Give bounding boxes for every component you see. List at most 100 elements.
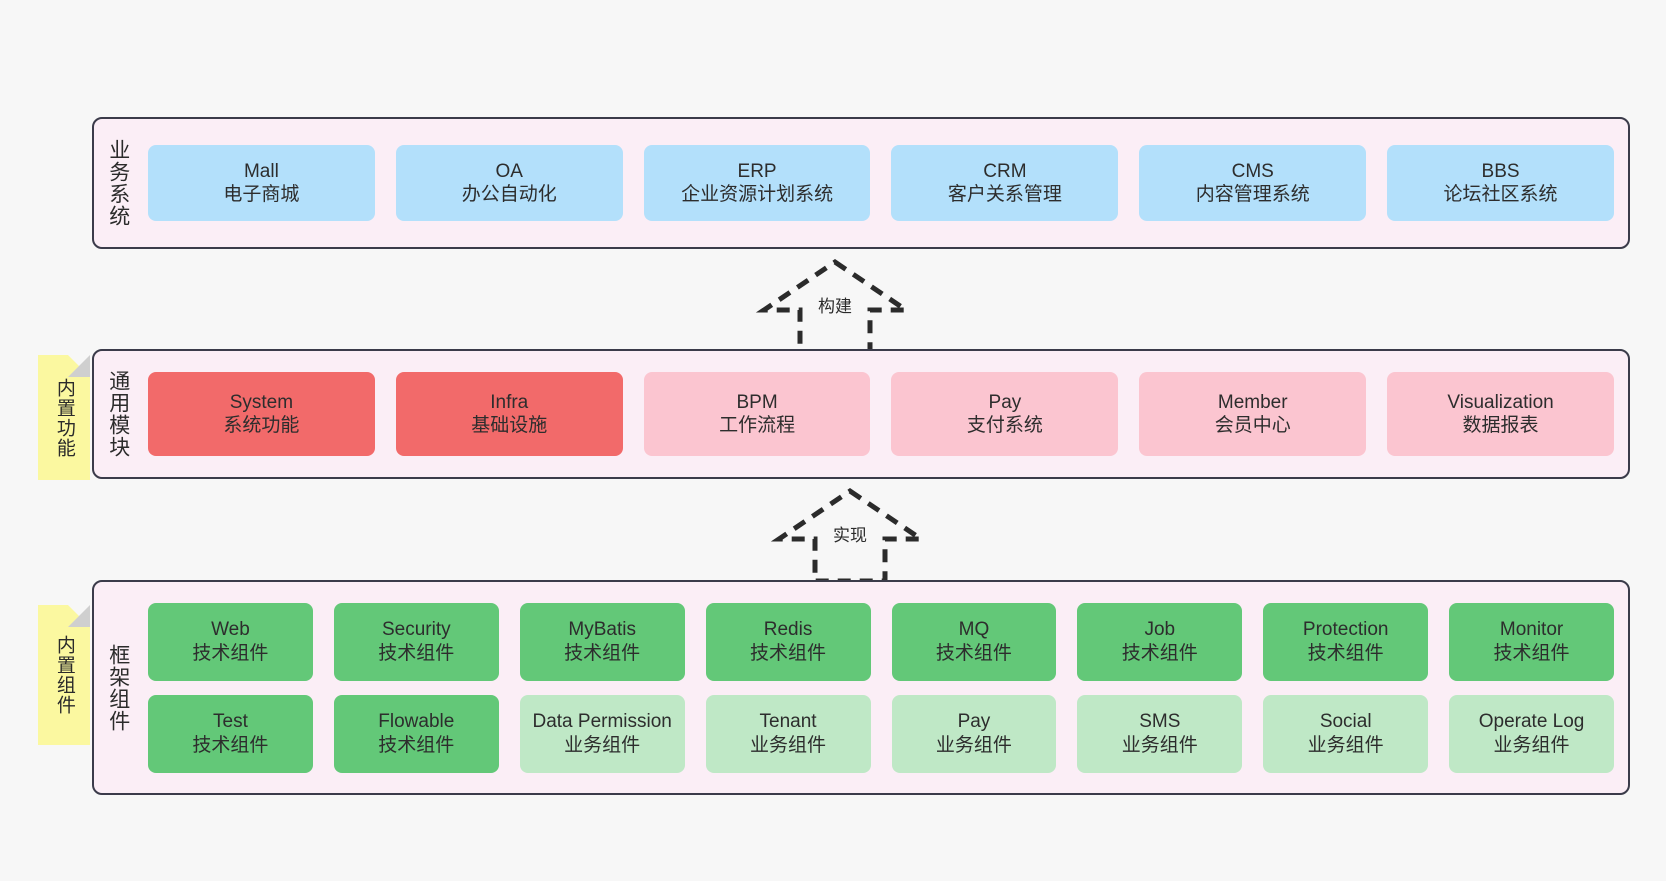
card-title: Data Permission (532, 711, 672, 733)
card-subtitle: 技术组件 (1493, 642, 1570, 664)
card-title: Visualization (1447, 391, 1554, 413)
card-title: Protection (1302, 619, 1389, 641)
card-title: Operate Log (1478, 711, 1585, 733)
card-subtitle: 技术组件 (935, 642, 1012, 664)
card-title: Flowable (378, 711, 455, 733)
card-subtitle: 技术组件 (1121, 642, 1198, 664)
card-subtitle: 技术组件 (564, 642, 641, 664)
card-subtitle: 工作流程 (719, 415, 796, 436)
card-title: Pay (957, 711, 991, 733)
card-subtitle: 技术组件 (1307, 642, 1384, 664)
card-subtitle: 业务组件 (1493, 734, 1570, 756)
note-builtin-components: 内置组件 (38, 605, 90, 745)
card-subtitle: 客户关系管理 (947, 184, 1062, 205)
card-subtitle: 办公自动化 (461, 184, 557, 205)
card-title: Mall (243, 160, 279, 182)
card-title: Job (1144, 619, 1176, 641)
card-subtitle: 会员中心 (1214, 415, 1291, 436)
note-builtin-components-label: 内置组件 (53, 635, 75, 715)
card-title: CMS (1231, 160, 1274, 182)
card-title: Monitor (1499, 619, 1564, 641)
card-subtitle: 业务组件 (1307, 734, 1384, 756)
card-subtitle: 基础设施 (471, 415, 548, 436)
card-subtitle: 技术组件 (750, 642, 827, 664)
card-title: Pay (988, 391, 1022, 413)
card-title: Security (381, 619, 451, 641)
implement-arrow: 实现 (770, 487, 930, 584)
common-modules-title: 通用模块 (106, 370, 130, 458)
card-title: OA (495, 160, 523, 182)
card-title: Social (1319, 711, 1372, 733)
framework-components-title: 框架组件 (106, 643, 130, 732)
card-subtitle: 支付系统 (966, 415, 1043, 436)
business-system-title: 业务系统 (106, 139, 130, 227)
card-subtitle: 业务组件 (935, 734, 1012, 756)
card-title: BPM (736, 391, 778, 413)
card-title: MyBatis (568, 619, 636, 641)
card-title: CRM (983, 160, 1027, 182)
card-title: System (229, 391, 294, 413)
card-title: Redis (763, 619, 813, 641)
card-title: Infra (490, 391, 529, 413)
build-arrow-label: 构建 (818, 297, 852, 316)
card-subtitle: 数据报表 (1462, 415, 1539, 436)
card-title: Web (211, 619, 250, 641)
card-subtitle: 技术组件 (192, 642, 269, 664)
card-subtitle: 论坛社区系统 (1443, 184, 1558, 205)
card-title: MQ (958, 619, 990, 641)
note-builtin-features: 内置功能 (38, 355, 90, 480)
card-subtitle: 技术组件 (378, 642, 455, 664)
card-title: Tenant (759, 711, 817, 733)
card-subtitle: 业务组件 (750, 734, 827, 756)
note-fold-icon (68, 355, 90, 377)
card-subtitle: 业务组件 (564, 734, 641, 756)
card-subtitle: 技术组件 (378, 734, 455, 756)
note-fold-icon (68, 605, 90, 627)
card-subtitle: 企业资源计划系统 (681, 184, 834, 205)
card-title: ERP (737, 160, 777, 182)
card-subtitle: 电子商城 (223, 184, 300, 205)
note-builtin-features-label: 内置功能 (53, 377, 75, 458)
build-arrow: 构建 (755, 258, 915, 355)
implement-arrow-label: 实现 (833, 526, 867, 545)
card-subtitle: 业务组件 (1121, 734, 1198, 756)
card-subtitle: 技术组件 (192, 734, 269, 756)
